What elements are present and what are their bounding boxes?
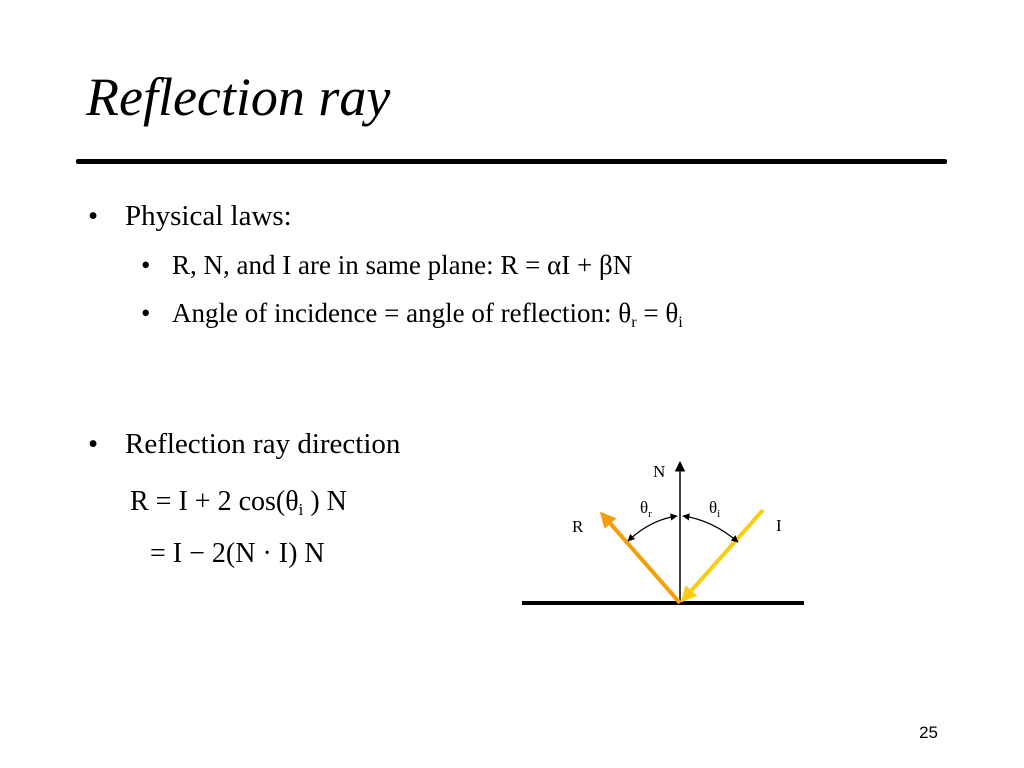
subscript-i: i (678, 312, 683, 331)
equation-1-subscript: i (298, 500, 304, 520)
bullet-text: Angle of incidence = angle of reflection… (172, 298, 683, 330)
equation-1-right: ) N (303, 486, 347, 517)
reflected-ray (599, 511, 682, 605)
bullet-text: Physical laws: (125, 200, 292, 232)
label-r: R (572, 517, 584, 536)
equation-1-left: R = I + 2 cos(θ (130, 486, 299, 517)
theta-i-subscript: i (717, 508, 720, 520)
page-number: 25 (919, 723, 938, 742)
bullet-marker: • (141, 298, 151, 328)
bullet-text: Reflection ray direction (125, 428, 401, 460)
bullet-marker: • (88, 428, 99, 460)
equation-line-1: R = I + 2 cos(θi ) N (130, 486, 347, 520)
slide-title: Reflection ray (86, 67, 391, 127)
angle-law-equals: = θ (636, 298, 679, 328)
subscript-r: r (631, 312, 637, 331)
theta-i-symbol: θ (709, 498, 717, 517)
theta-r-symbol: θ (640, 498, 648, 517)
title-underline (76, 159, 947, 164)
bullet-marker: • (141, 250, 151, 280)
label-theta-r: θr (640, 498, 652, 520)
bullet-marker: • (88, 200, 99, 232)
theta-r-arc (627, 513, 678, 542)
incident-ray (680, 508, 765, 603)
label-i: I (776, 516, 782, 535)
theta-i-arc (682, 513, 739, 543)
equation-line-2: = I − 2(N · I) N (150, 538, 325, 569)
label-theta-i: θi (709, 498, 720, 520)
label-n: N (653, 462, 665, 481)
angle-law-text: Angle of incidence = angle of reflection… (172, 298, 632, 328)
theta-r-subscript: r (648, 508, 652, 520)
bullet-text: R, N, and I are in same plane: R = αI + … (172, 250, 633, 280)
